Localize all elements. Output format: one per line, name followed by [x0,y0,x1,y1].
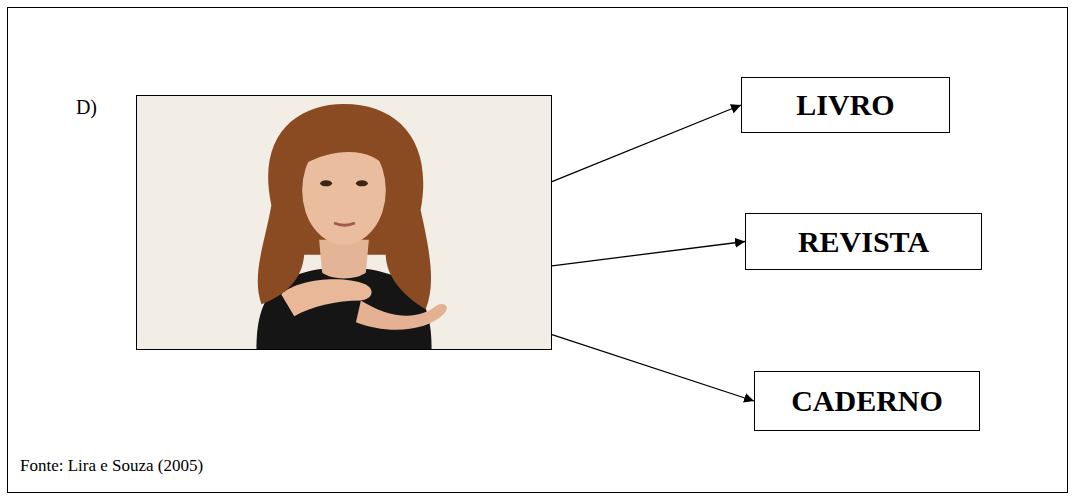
word-box: CADERNO [754,371,980,431]
sign-photo-frame: D) [136,95,552,350]
word-box: REVISTA [745,213,982,270]
word-text: LIVRO [796,88,894,122]
signer-photo [137,96,551,349]
item-letter: D) [76,96,97,119]
source-note: Fonte: Lira e Souza (2005) [20,456,203,476]
word-box: LIVRO [741,77,950,133]
arrow-connector [552,105,741,182]
arrow-connector [552,335,754,401]
word-text: REVISTA [798,225,929,259]
word-text: CADERNO [791,384,943,418]
arrow-connector [552,242,745,266]
